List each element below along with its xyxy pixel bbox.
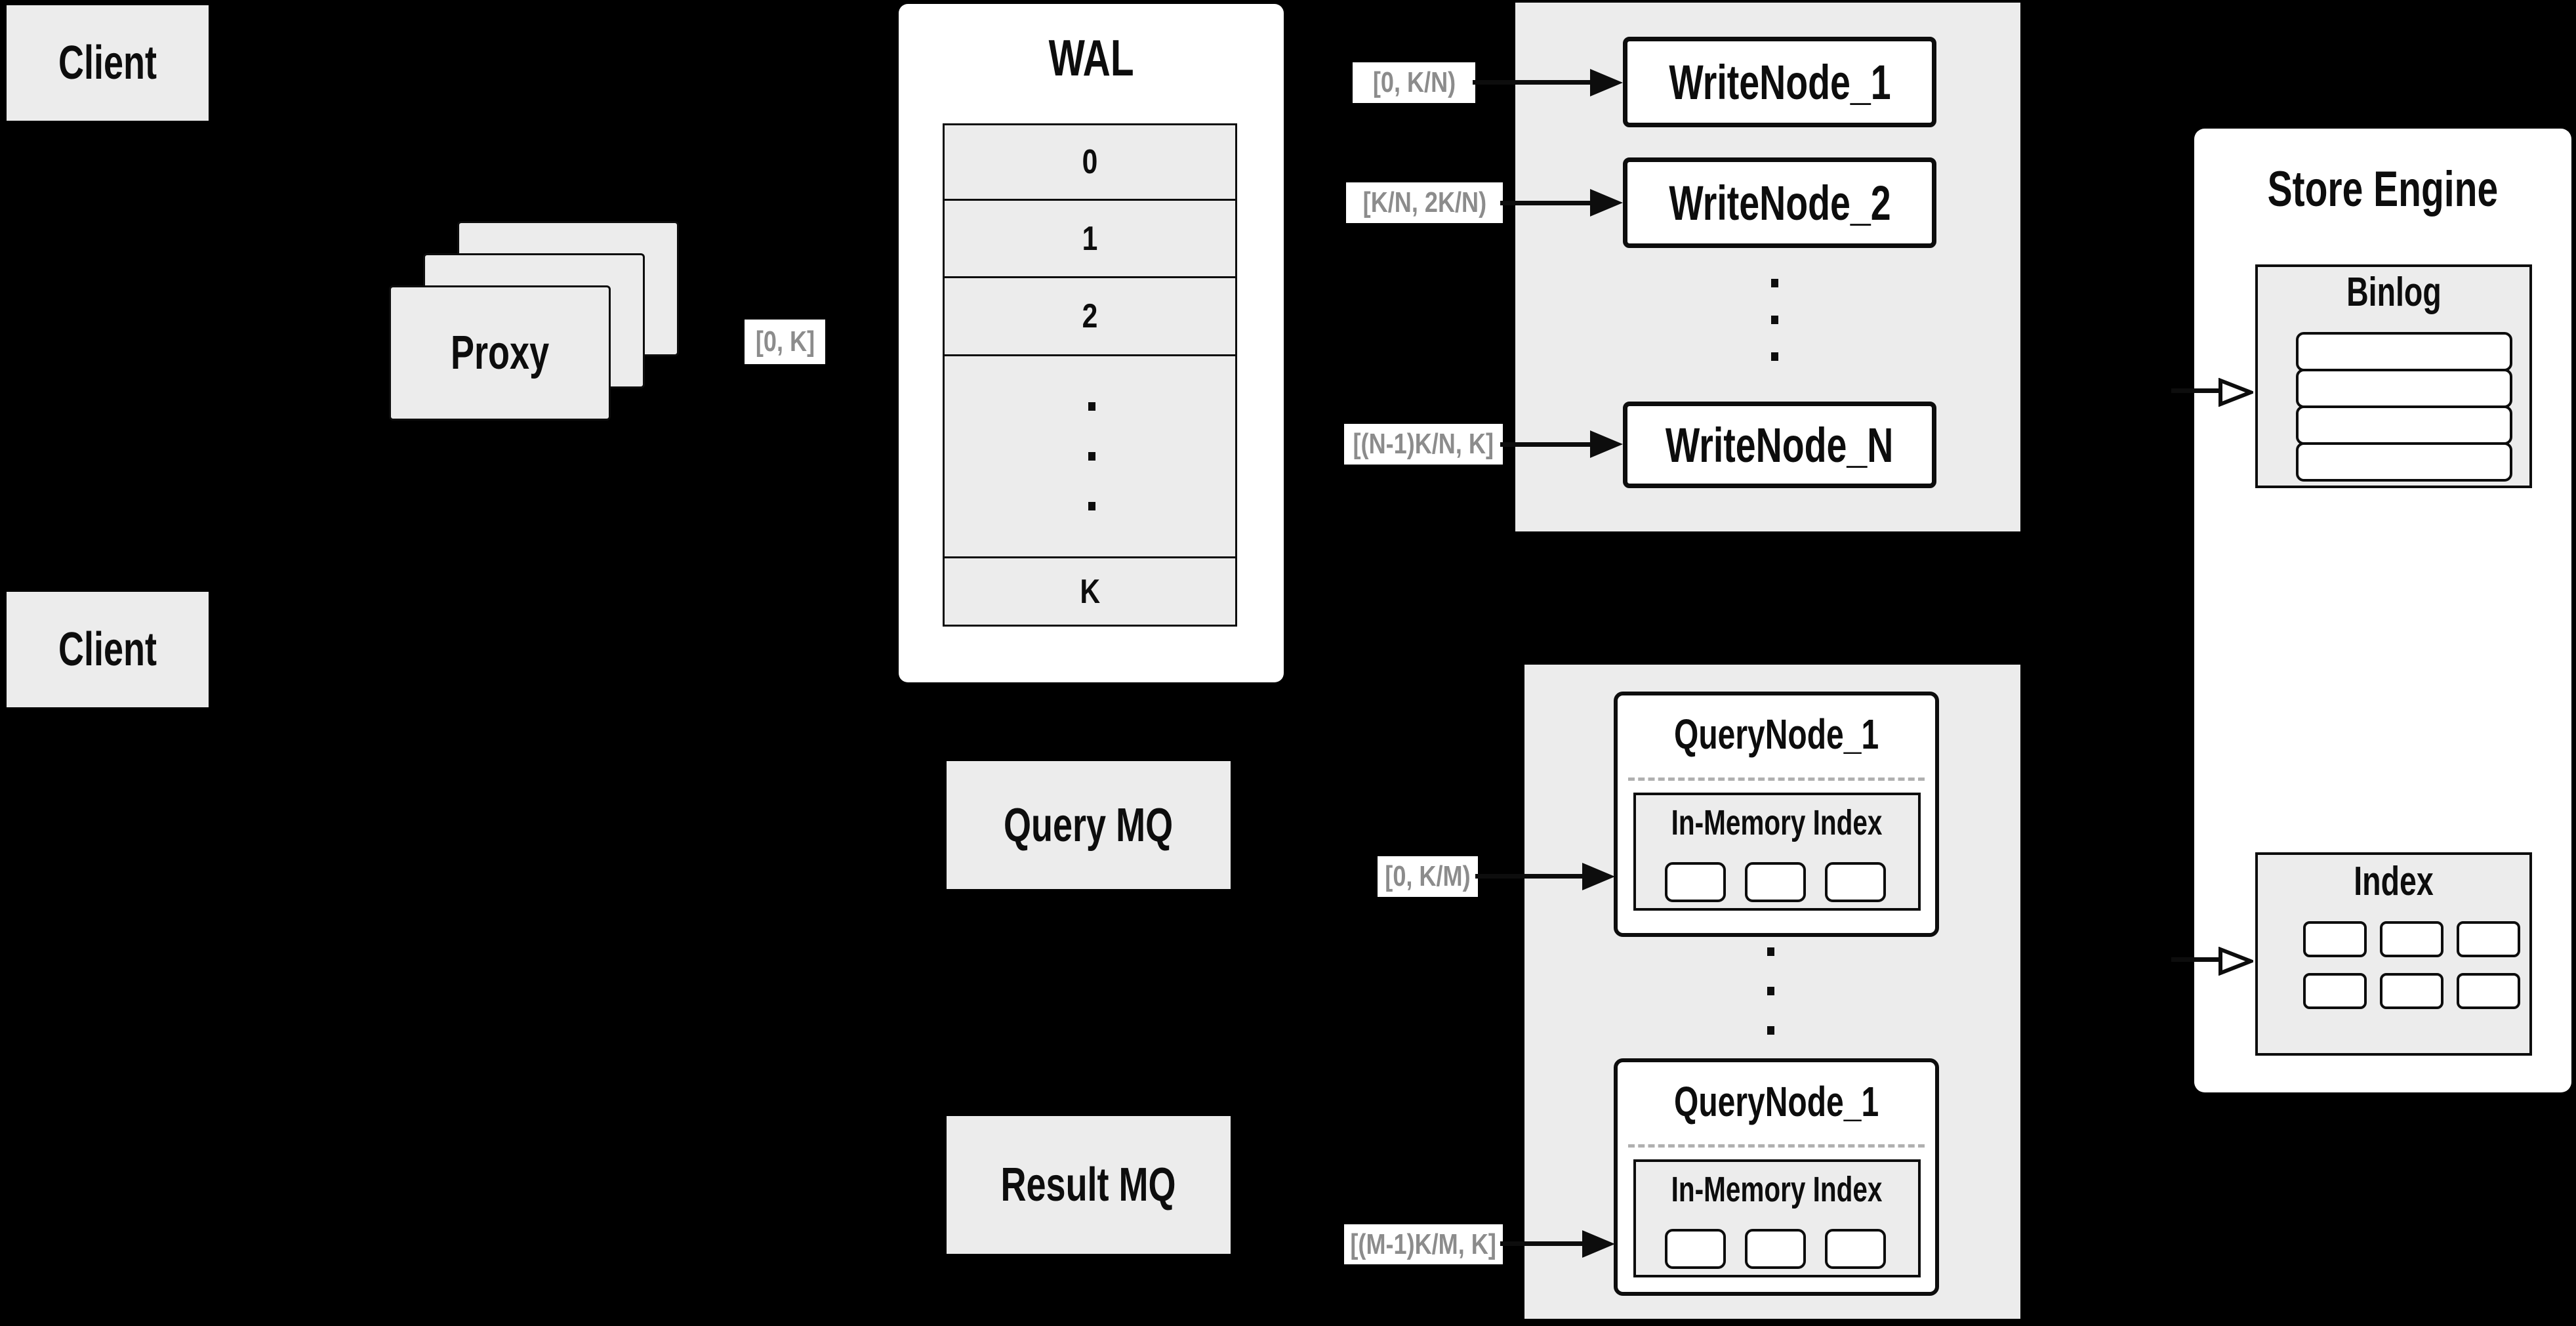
- arrow-shaft: [1500, 442, 1592, 447]
- memory-segment: [1665, 1229, 1726, 1269]
- memory-segment: [1825, 862, 1886, 902]
- arrow-head-icon: [1590, 430, 1623, 458]
- wal-row-0: 0: [945, 125, 1235, 201]
- memory-segment: [1745, 1229, 1806, 1269]
- arrow-shaft: [1473, 80, 1592, 85]
- write-ellipsis-dot: [1771, 279, 1778, 287]
- ellipsis-dot: [1088, 452, 1095, 461]
- result-mq-box: Result MQ: [947, 1116, 1231, 1254]
- memory-segments-top: [1665, 862, 1889, 902]
- binlog-row: [2296, 332, 2512, 371]
- proxy-card-front: Proxy: [389, 285, 611, 421]
- client-bottom-label: Client: [58, 623, 157, 676]
- wal-row-1: 1: [945, 201, 1235, 278]
- query-mq-box: Query MQ: [947, 761, 1231, 889]
- index-cells: [2303, 921, 2520, 1009]
- range-label-writenode-n: [(N-1)K/N, K]: [1344, 424, 1503, 465]
- client-box-bottom: Client: [7, 592, 209, 707]
- client-box-top: Client: [7, 5, 209, 121]
- ellipsis-dot: [1088, 402, 1095, 411]
- range-label-writenode-2: [K/N, 2K/N): [1346, 182, 1503, 223]
- write-node-1: WriteNode_1: [1623, 37, 1936, 127]
- range-label-querynode-bottom: [(M-1)K/M, K]: [1344, 1224, 1503, 1264]
- client-top-label: Client: [58, 37, 157, 89]
- write-node-2: WriteNode_2: [1623, 157, 1936, 248]
- in-memory-index-title-bottom: In-Memory Index: [1671, 1170, 1883, 1209]
- open-arrow-head-icon: [2218, 378, 2253, 407]
- binlog-row: [2296, 442, 2512, 482]
- arrow-head-icon: [1590, 189, 1623, 217]
- query-ellipsis-dot: [1767, 987, 1774, 995]
- wal-segment-table: 0 1 2 K: [943, 123, 1237, 627]
- index-cell: [2457, 921, 2520, 957]
- memory-segment: [1745, 862, 1806, 902]
- query-ellipsis-dot: [1767, 947, 1774, 956]
- wal-row-2: 2: [945, 278, 1235, 356]
- proxy-label: Proxy: [450, 327, 550, 379]
- index-cell: [2380, 921, 2443, 957]
- binlog-row: [2296, 405, 2512, 445]
- write-node-n: WriteNode_N: [1623, 402, 1936, 488]
- memory-segment: [1825, 1229, 1886, 1269]
- index-title: Index: [2354, 858, 2434, 904]
- in-memory-index-title-top: In-Memory Index: [1671, 803, 1883, 842]
- wal-title: WAL: [1048, 28, 1134, 87]
- index-cell: [2303, 973, 2367, 1009]
- store-engine-title: Store Engine: [2267, 161, 2499, 217]
- query-node-top-title: QueryNode_1: [1673, 711, 1879, 758]
- memory-segments-bottom: [1665, 1229, 1889, 1269]
- index-cell: [2303, 921, 2367, 957]
- dashed-divider: [1628, 777, 1925, 781]
- index-cell: [2457, 973, 2520, 1009]
- ellipsis-dot: [1088, 502, 1095, 510]
- arrow-head-icon: [1590, 69, 1623, 96]
- binlog-row: [2296, 369, 2512, 408]
- index-cell: [2380, 973, 2443, 1009]
- write-ellipsis-dot: [1771, 352, 1778, 361]
- query-node-bottom-title: QueryNode_1: [1673, 1078, 1879, 1125]
- binlog-title: Binlog: [2346, 269, 2442, 315]
- arrow-head-icon: [1582, 1230, 1615, 1258]
- range-label-querynode-top: [0, K/M): [1378, 856, 1478, 897]
- binlog-rows: [2296, 332, 2512, 482]
- arrow-shaft: [1500, 201, 1592, 205]
- write-ellipsis-dot: [1771, 316, 1778, 324]
- wal-row-ellipsis: [945, 356, 1235, 558]
- range-label-proxy-wal: [0, K]: [745, 320, 825, 364]
- arrow-shaft: [1475, 874, 1584, 879]
- dashed-divider: [1628, 1144, 1925, 1148]
- arrow-shaft: [2171, 957, 2222, 962]
- memory-segment: [1665, 862, 1726, 902]
- arrow-shaft: [2171, 388, 2222, 393]
- arrow-head-icon: [1582, 863, 1615, 890]
- range-label-writenode-1: [0, K/N): [1353, 62, 1475, 103]
- wal-row-k: K: [945, 558, 1235, 625]
- arrow-shaft: [1500, 1241, 1584, 1246]
- open-arrow-head-icon: [2218, 947, 2253, 976]
- query-ellipsis-dot: [1767, 1026, 1774, 1035]
